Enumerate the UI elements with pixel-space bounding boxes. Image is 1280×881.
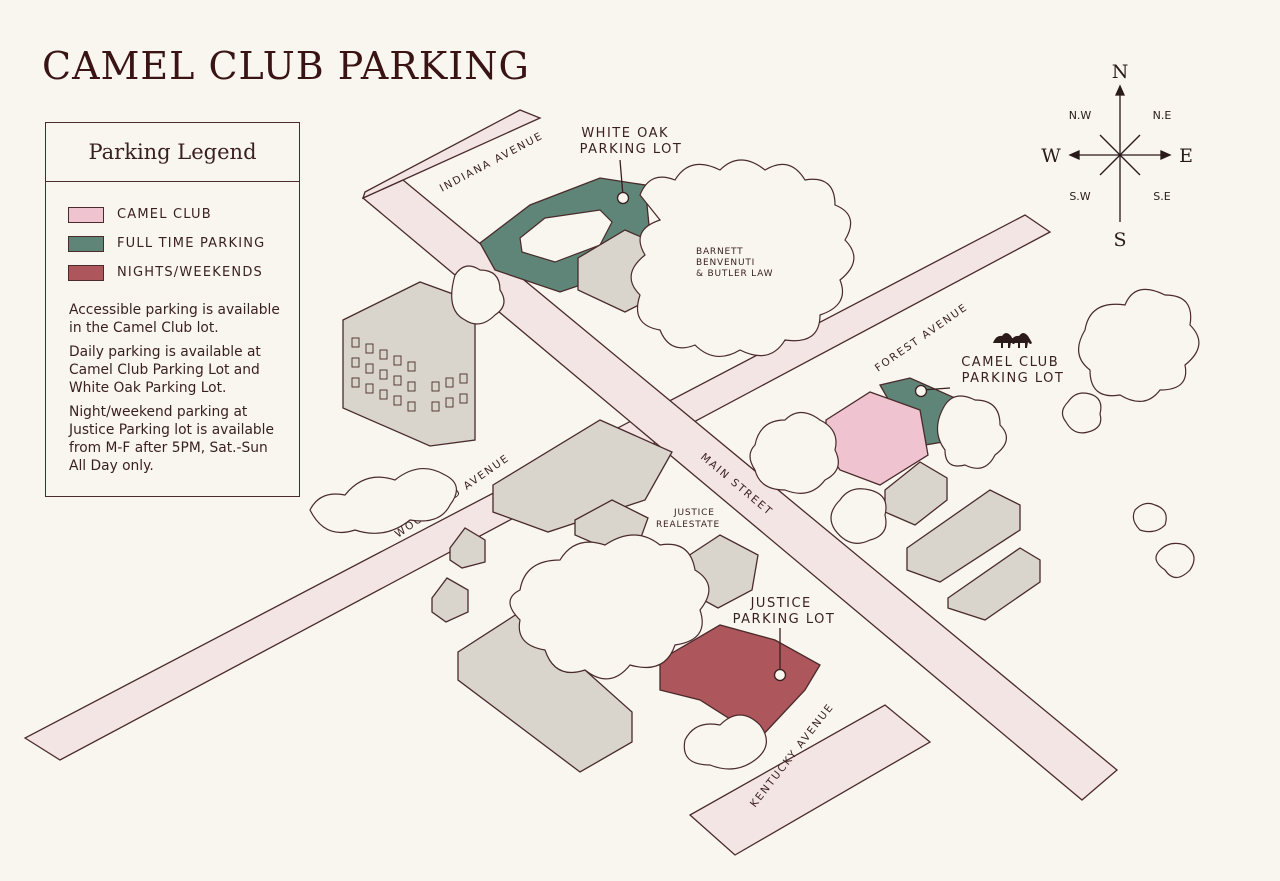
camel-logo: [993, 333, 1032, 348]
compass-west-arrow: [1068, 149, 1080, 161]
white-oak-label: WHITE OAK PARKING LOT: [580, 126, 683, 157]
parking-legend: Parking Legend CAMEL CLUB FULL TIME PARK…: [45, 122, 300, 497]
house-1: [449, 527, 486, 569]
legend-item-camel-club: CAMEL CLUB: [68, 200, 299, 229]
note-accessible: Accessible parking is available in the C…: [69, 302, 280, 336]
shop-building-2: [947, 547, 1041, 621]
barnett-label: BARNETT BENVENUTI & BUTLER LAW: [696, 247, 773, 279]
house-2: [431, 577, 469, 623]
tree-cluster-east: [1078, 288, 1200, 402]
camel-club-label: CAMEL CLUB PARKING LOT: [961, 355, 1065, 386]
lot-markers: [616, 159, 951, 682]
tree-cluster-west: [309, 468, 457, 534]
white-oak-marker[interactable]: [616, 191, 630, 205]
swatch-full-time: [68, 235, 104, 252]
legend-label-nights-weekends: NIGHTS/WEEKENDS: [117, 265, 263, 280]
compass-n: N: [1112, 61, 1129, 83]
building-windows: [351, 337, 468, 412]
buildings: [342, 229, 1041, 773]
justice-realestate-building: [492, 419, 673, 533]
justice-marker[interactable]: [773, 668, 787, 682]
compass-east-arrow: [1160, 149, 1172, 161]
trees: [309, 159, 1200, 770]
note-daily: Daily parking is available at Camel Club…: [69, 344, 261, 396]
compass-ne: N.E: [1153, 109, 1172, 122]
tree-cluster-south: [683, 714, 767, 770]
legend-notes: Accessible parking is available in the C…: [46, 287, 299, 475]
legend-item-nights-weekends: NIGHTS/WEEKENDS: [68, 258, 299, 287]
legend-label-full-time: FULL TIME PARKING: [117, 236, 266, 251]
swatch-camel-club: [68, 206, 104, 223]
compass-sw: S.W: [1069, 190, 1090, 203]
tree-cluster-garage: [830, 488, 887, 544]
justice-realestate-label: JUSTICE REALESTATE: [656, 508, 720, 530]
shop-building-1: [906, 489, 1021, 583]
compass-nw: N.W: [1069, 109, 1092, 122]
note-night-weekend: Night/weekend parking at Justice Parking…: [69, 404, 274, 474]
compass-w: W: [1041, 145, 1061, 167]
tree-cluster-indiana: [451, 265, 505, 325]
legend-item-full-time: FULL TIME PARKING: [68, 229, 299, 258]
white-oak-lot-island: [519, 209, 613, 263]
compass-rose: [1068, 84, 1172, 222]
legend-title: Parking Legend: [46, 123, 299, 182]
tree-cluster-forest: [1061, 392, 1102, 434]
legend-items: CAMEL CLUB FULL TIME PARKING NIGHTS/WEEK…: [46, 182, 299, 287]
page-title: CAMEL CLUB PARKING: [42, 44, 530, 88]
tree-cluster-north: [630, 159, 855, 357]
tree-cluster-center: [509, 534, 710, 680]
camel-club-marker[interactable]: [914, 384, 928, 398]
compass-e: E: [1179, 145, 1193, 167]
swatch-nights-weekends: [68, 264, 104, 281]
compass-s: S: [1113, 229, 1126, 251]
indiana-avenue-road: [361, 109, 542, 200]
compass-se: S.E: [1153, 190, 1170, 203]
legend-label-camel-club: CAMEL CLUB: [117, 207, 212, 222]
kentucky-avenue-road: [688, 704, 932, 856]
justice-label: JUSTICE PARKING LOT: [733, 596, 836, 627]
tree-cluster-main: [749, 411, 839, 494]
tree-cluster-camel: [936, 395, 1007, 469]
apartment-building: [342, 281, 476, 447]
compass-north-arrow: [1114, 84, 1126, 96]
tree-cluster-far-east: [1132, 502, 1195, 579]
